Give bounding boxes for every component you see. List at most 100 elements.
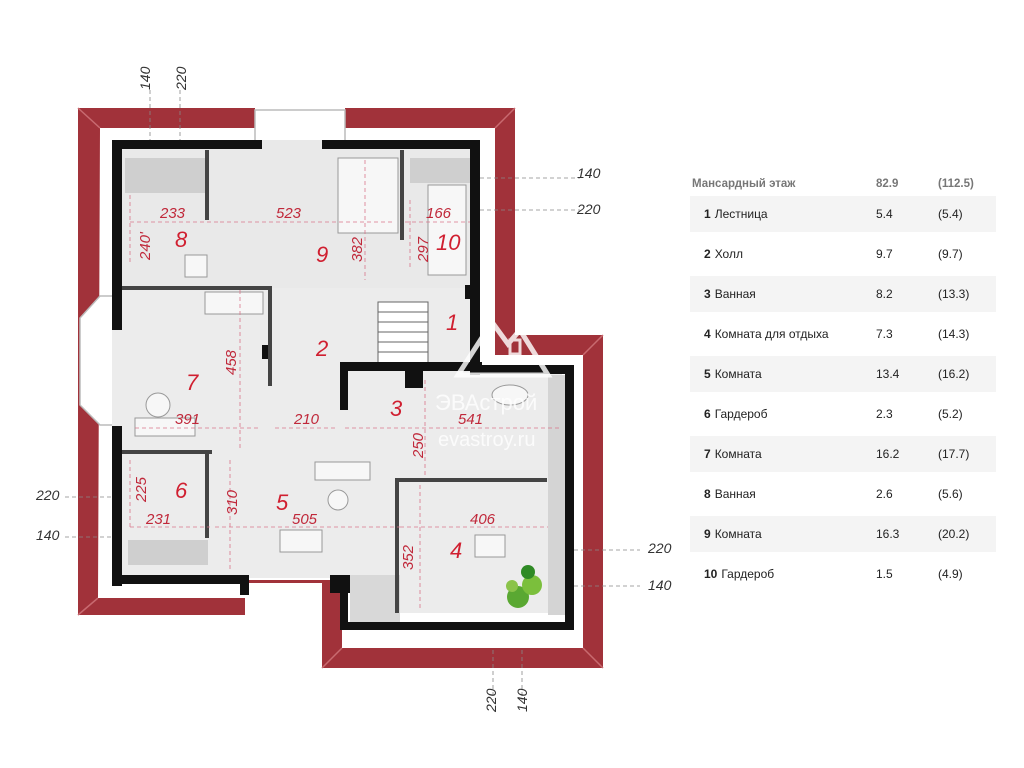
floor-area (112, 140, 573, 630)
legend-room-name: Ванная (714, 487, 756, 501)
legend-room-name: Холл (714, 247, 743, 261)
dim-left-bottom-b: 140 (36, 527, 60, 543)
dim-352: 352 (400, 544, 417, 570)
room-number-3: 3 (390, 396, 403, 421)
legend-header: Мансардный этаж 82.9 (112.5) (690, 172, 996, 196)
legend-room-number: 5 (704, 367, 711, 381)
room-number-5: 5 (276, 490, 289, 515)
dim-210: 210 (293, 411, 320, 428)
dim-541: 541 (458, 411, 483, 428)
legend-room-name: Гардероб (721, 567, 775, 581)
legend-room-area: 8.2 (876, 287, 893, 301)
dim-right-bottom-b: 140 (648, 577, 672, 593)
dim-right-bottom-a: 220 (647, 540, 672, 556)
dim-166: 166 (426, 205, 452, 222)
legend-room-area: 16.3 (876, 527, 900, 541)
legend-room-number: 1 (704, 207, 711, 221)
legend-area-total: 82.9 (876, 178, 899, 190)
dim-right-top-a: 140 (577, 165, 601, 181)
legend-room-area-total: (17.7) (938, 447, 970, 461)
legend-room-area: 13.4 (876, 367, 900, 381)
dim-left-bottom-a: 220 (35, 487, 60, 503)
legend-room-name: Ванная (714, 287, 756, 301)
dimension-lines (65, 90, 640, 700)
legend-room-area: 5.4 (876, 207, 893, 221)
legend-room-number: 10 (704, 567, 718, 581)
legend-room-area: 1.5 (876, 567, 893, 581)
legend-area-gross: (112.5) (938, 178, 974, 190)
floor-plan: 140 220 140 220 220 140 220 140 220 140 … (35, 66, 672, 713)
dim-310: 310 (224, 489, 241, 515)
legend-room-number: 2 (704, 247, 711, 261)
room-number-2: 2 (315, 336, 328, 361)
dim-233: 233 (159, 205, 186, 222)
legend-room-area: 7.3 (876, 327, 893, 341)
dim-297: 297 (415, 236, 432, 263)
dim-406: 406 (470, 511, 496, 528)
fixtures (134, 157, 529, 558)
legend-room-name: Комната для отдыха (714, 327, 829, 341)
dim-231: 231 (145, 511, 171, 528)
legend-room-area: 9.7 (876, 247, 893, 261)
room-number-7: 7 (186, 370, 199, 395)
legend-room-name: Лестница (714, 207, 768, 221)
legend-room-number: 4 (704, 327, 711, 341)
legend-room-area: 2.3 (876, 407, 893, 421)
legend-room-area: 16.2 (876, 447, 900, 461)
watermark-site: evastroy.ru (438, 429, 535, 451)
room-number-4: 4 (450, 538, 462, 563)
dim-240: 240' (137, 231, 154, 261)
legend-room-name: Комната (714, 447, 762, 461)
legend-room-area-total: (5.4) (938, 207, 963, 221)
dim-right-top-b: 220 (576, 201, 601, 217)
dim-bottom-b: 140 (514, 688, 530, 712)
dim-391: 391 (175, 411, 200, 428)
legend-room-number: 9 (704, 527, 711, 541)
dim-250: 250 (410, 432, 427, 459)
legend-room-name: Комната (714, 367, 762, 381)
room-number-6: 6 (175, 478, 188, 503)
dim-382: 382 (349, 236, 366, 262)
legend-room-area-total: (20.2) (938, 527, 970, 541)
dim-523: 523 (276, 205, 302, 222)
legend-title: Мансардный этаж (692, 178, 796, 190)
legend-room-number: 6 (704, 407, 711, 421)
watermark-logo: ЭВАстрой evastroy.ru (435, 317, 553, 451)
legend-room-area-total: (5.6) (938, 487, 963, 501)
walls (112, 140, 574, 630)
dim-458: 458 (223, 349, 240, 375)
legend-room-number: 8 (704, 487, 711, 501)
dim-225: 225 (133, 476, 150, 503)
legend-room-area-total: (4.9) (938, 567, 963, 581)
room-number-10: 10 (436, 230, 461, 255)
legend-room-number: 7 (704, 447, 711, 461)
dim-top-left-a: 140 (137, 66, 153, 90)
legend-room-name: Гардероб (714, 407, 768, 421)
room-number-8: 8 (175, 227, 188, 252)
plant-icon (506, 565, 542, 608)
room-number-1: 1 (446, 310, 458, 335)
legend-room-number: 3 (704, 287, 711, 301)
dim-bottom-a: 220 (483, 688, 499, 713)
legend-room-area-total: (16.2) (938, 367, 970, 381)
legend-room-area-total: (13.3) (938, 287, 970, 301)
legend-room-area-total: (14.3) (938, 327, 970, 341)
legend-room-area-total: (5.2) (938, 407, 963, 421)
